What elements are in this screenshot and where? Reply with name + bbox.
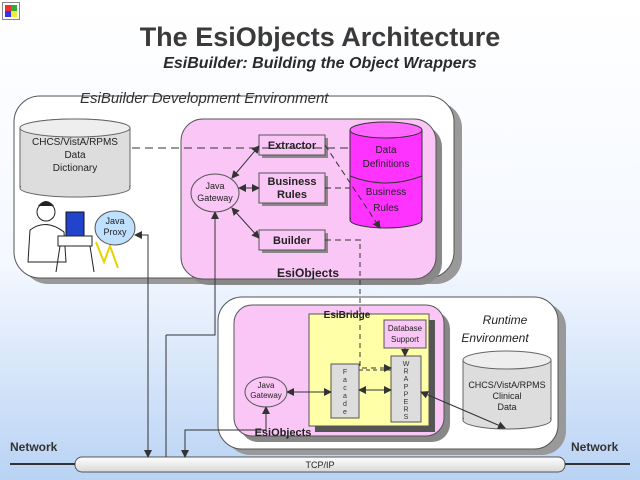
app-icon: [2, 2, 20, 20]
runtime-gateway-network-link: [181, 406, 270, 458]
clinical-data-label-2: Clinical: [492, 391, 521, 401]
wrappers-letter-7: S: [404, 414, 409, 421]
java-proxy-label-2: Proxy: [103, 227, 127, 237]
esibridge-label: EsiBridge: [324, 310, 371, 321]
business-rules-label-2: Rules: [277, 189, 307, 201]
database-support-box: [383, 319, 427, 349]
dev-java-gateway-label-1: Java: [205, 181, 224, 191]
facade-letter-5: e: [343, 409, 347, 416]
runtime-title-2: Environment: [461, 331, 529, 345]
facade-letter-0: F: [343, 369, 347, 376]
page-title: The EsiObjects Architecture: [139, 22, 501, 52]
wrappers-letter-4: P: [404, 391, 409, 398]
runtime-esiobjects-label: EsiObjects: [255, 427, 312, 439]
network-left-label: Network: [10, 440, 58, 454]
clinical-data-cylinder: [462, 350, 552, 430]
wrappers-letter-1: R: [403, 369, 408, 376]
data-definitions-label-2: Definitions: [363, 159, 410, 170]
network-right-label: Network: [571, 440, 619, 454]
extractor-label: Extractor: [268, 140, 317, 152]
wrappers-letter-2: A: [404, 376, 409, 383]
dev-esiobjects-label: EsiObjects: [277, 266, 339, 280]
clinical-data-label-3: Data: [497, 402, 516, 412]
java-proxy-node: [94, 210, 136, 246]
data-dictionary-label-3: Dictionary: [53, 163, 97, 174]
page-subtitle: EsiBuilder: Building the Object Wrappers: [163, 55, 477, 72]
wrappers-box: [390, 355, 422, 423]
facade-letter-2: c: [343, 385, 347, 392]
facade-letter-4: d: [343, 401, 347, 408]
bus-label: TCP/IP: [305, 460, 334, 470]
wrappers-letter-6: R: [403, 407, 408, 414]
dev-env-title: EsiBuilder Development Environment: [80, 90, 329, 107]
facade-letter-3: a: [343, 393, 347, 400]
wrappers-letter-0: W: [403, 361, 410, 368]
developer-icon: [27, 201, 119, 273]
wrappers-letter-3: P: [404, 384, 409, 391]
database-support-label-2: Support: [391, 335, 420, 344]
wrappers-letter-5: E: [404, 399, 409, 406]
builder-label: Builder: [273, 235, 312, 247]
business-rules-label-1: Business: [268, 176, 317, 188]
runtime-java-gateway-label-1: Java: [258, 381, 275, 390]
data-definitions-label-1: Data: [375, 145, 397, 156]
business-rules-db-label-1: Business: [366, 187, 407, 198]
data-dictionary-label-2: Data: [64, 150, 86, 161]
database-support-label-1: Database: [388, 324, 423, 333]
data-definitions-cylinder: [349, 121, 423, 229]
java-proxy-label-1: Java: [105, 216, 124, 226]
business-rules-box: [258, 172, 326, 204]
runtime-java-gateway-label-2: Gateway: [250, 391, 282, 400]
clinical-data-label-1: CHCS/VistA/RPMS: [468, 380, 545, 390]
dev-java-gateway-label-2: Gateway: [197, 193, 233, 203]
data-dictionary-cylinder: [19, 118, 131, 198]
business-rules-db-label-2: Rules: [373, 203, 399, 214]
runtime-title-1: Runtime: [483, 313, 528, 327]
facade-letter-1: a: [343, 377, 347, 384]
data-dictionary-label-1: CHCS/VistA/RPMS: [32, 137, 118, 148]
proxy-network-link: [134, 231, 152, 458]
